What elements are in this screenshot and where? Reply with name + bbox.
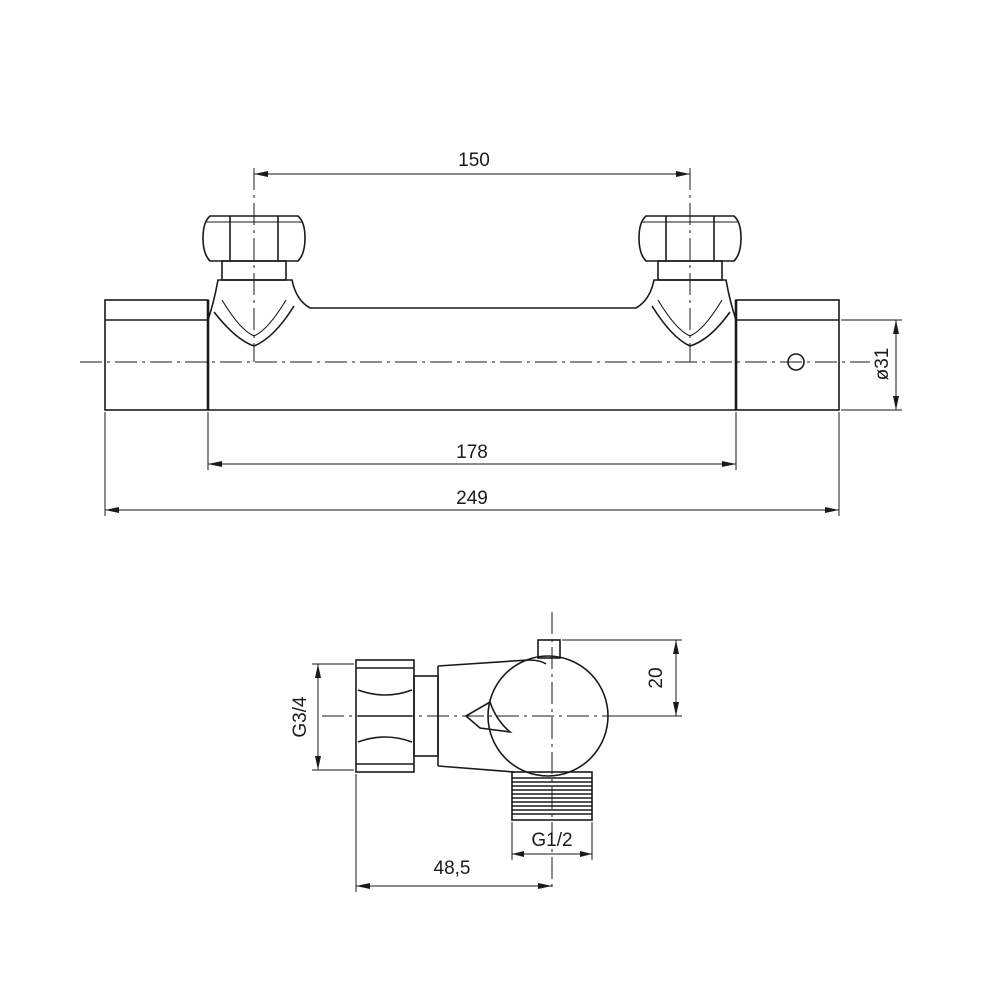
dimension-height: 20 xyxy=(562,639,682,717)
dim-150-label: 150 xyxy=(458,150,490,171)
dimension-diameter: ø31 xyxy=(841,319,902,411)
right-inlet-connector xyxy=(635,215,742,347)
left-inlet-connector xyxy=(202,215,311,347)
dim-485-label: 48,5 xyxy=(434,858,471,879)
dimension-offset: 48,5 xyxy=(355,774,552,892)
dimension-valve-spacing: 150 xyxy=(254,150,690,177)
dim-diameter-label: ø31 xyxy=(872,348,893,381)
dim-g12-label: G1/2 xyxy=(531,830,572,851)
dim-20-label: 20 xyxy=(646,667,667,688)
front-view: 150 178 249 ø31 xyxy=(80,150,902,516)
side-top-pin xyxy=(537,639,561,659)
dim-g34-label: G3/4 xyxy=(290,696,311,738)
set-screw-hole xyxy=(787,353,805,371)
dimension-body-length: 178 xyxy=(207,412,737,470)
right-hex-nut xyxy=(638,215,742,262)
left-hex-nut xyxy=(202,215,306,262)
side-outlet-thread xyxy=(511,771,593,821)
dimension-inlet-thread: G3/4 xyxy=(290,663,354,771)
dim-249-label: 249 xyxy=(456,488,488,509)
right-end-cap xyxy=(735,299,840,411)
dimension-outlet-thread: G1/2 xyxy=(511,822,593,860)
dim-178-label: 178 xyxy=(456,442,488,463)
left-end-cap xyxy=(104,299,209,411)
side-lug xyxy=(464,700,513,734)
dimension-overall-length: 249 xyxy=(104,412,840,516)
side-view: G3/4 20 G1/2 48,5 xyxy=(290,612,682,892)
